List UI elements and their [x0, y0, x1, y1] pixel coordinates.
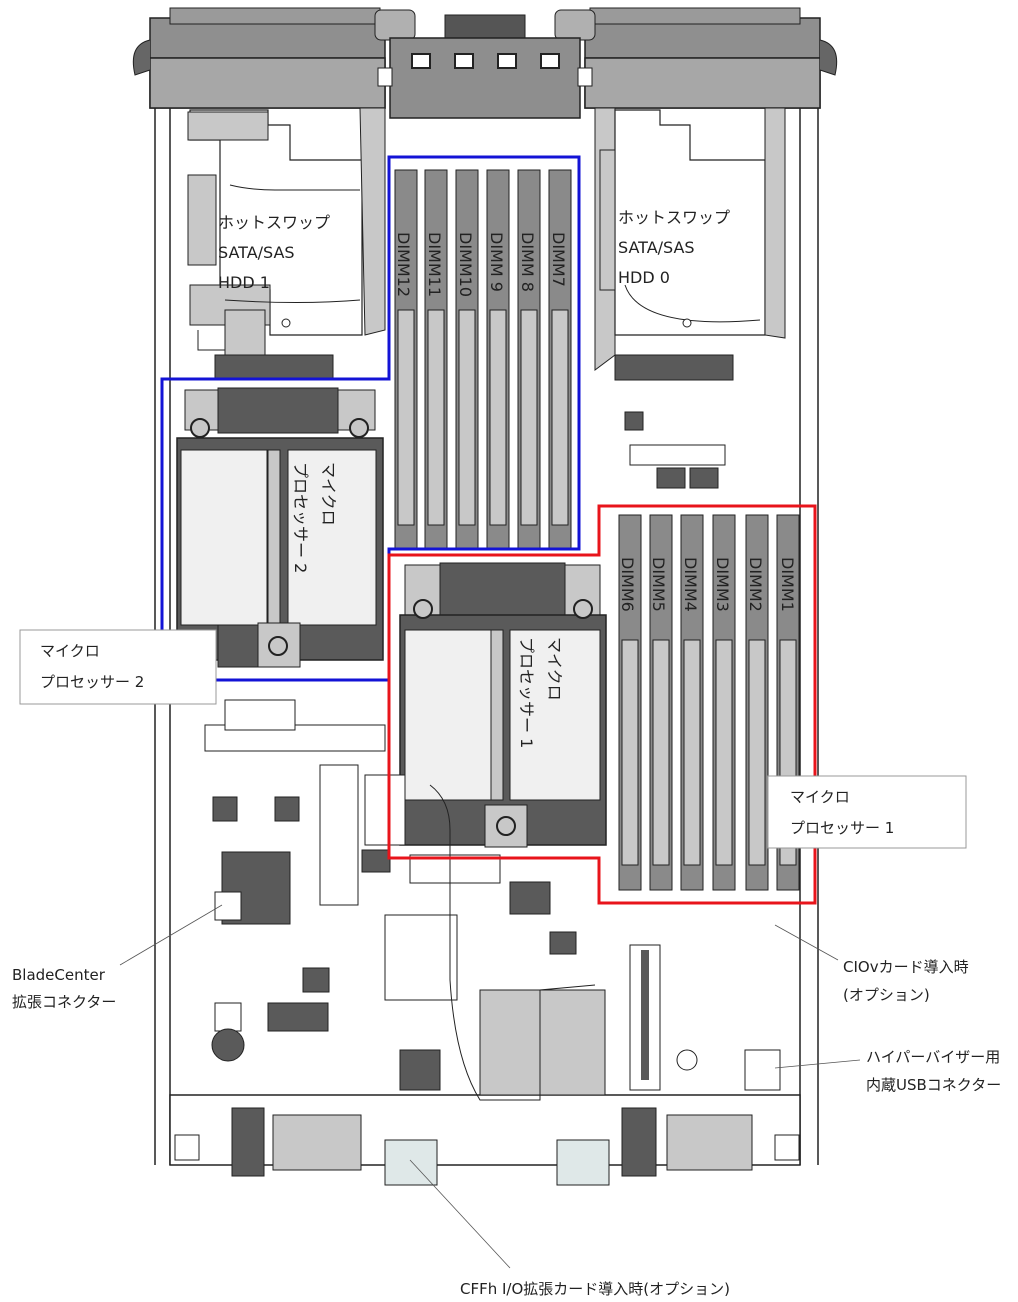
- dimm-label-9: DIMM 9: [487, 232, 506, 292]
- ciov-label-line1: CIOvカード導入時: [843, 958, 969, 976]
- callout-cpu1-line2: プロセッサー 1: [790, 819, 895, 837]
- hdd1-label-line3: HDD 1: [218, 273, 270, 292]
- ciov-label-line2: (オプション): [843, 986, 930, 1004]
- hdd-bay-0: [594, 107, 786, 381]
- dimm-label-3: DIMM3: [713, 557, 732, 612]
- processor-1: [399, 562, 607, 884]
- bladecenter-label-line2: 拡張コネクター: [12, 993, 116, 1011]
- cffh-label: CFFh I/O拡張カード導入時(オプション): [460, 1280, 730, 1298]
- dimm-label-4: DIMM4: [681, 557, 700, 612]
- board-components: [174, 411, 800, 1186]
- callout-cpu2-line2: プロセッサー 2: [40, 673, 145, 691]
- cpu2-inline-label: マイクロ プロセッサー 2: [291, 462, 338, 573]
- cpu1-inline-line2: プロセッサー 1: [517, 637, 536, 748]
- usb-label-line1: ハイパーバイザー用: [866, 1048, 1000, 1066]
- hdd1-label-line1: ホットスワップ: [218, 213, 330, 232]
- bladecenter-label-line1: BladeCenter: [12, 966, 106, 984]
- cpu2-inline-line1: マイクロ: [319, 462, 338, 526]
- hdd0-label-line3: HDD 0: [618, 268, 670, 287]
- hdd0-label-line2: SATA/SAS: [618, 238, 695, 257]
- dimm-label-1: DIMM1: [778, 557, 797, 612]
- hdd0-label: ホットスワップ SATA/SAS HDD 0: [618, 208, 730, 287]
- dimm-labels-right: DIMM6 DIMM5 DIMM4 DIMM3 DIMM2 DIMM1: [618, 557, 797, 612]
- dimm-label-10: DIMM10: [456, 232, 475, 297]
- dimm-label-11: DIMM11: [425, 232, 444, 297]
- cpu1-inline-label: マイクロ プロセッサー 1: [517, 637, 564, 748]
- dimm-bank-top: [394, 169, 572, 551]
- dimm-label-7: DIMM7: [549, 232, 568, 287]
- callout-box-cpu2: [19, 629, 217, 705]
- processor-2: [176, 387, 384, 668]
- cpu1-inline-line1: マイクロ: [545, 637, 564, 701]
- processor-1-dimm-outline: [387, 504, 817, 905]
- hdd0-label-line1: ホットスワップ: [618, 208, 730, 227]
- callout-cpu1-line1: マイクロ: [790, 788, 850, 806]
- dimm-label-2: DIMM2: [746, 557, 765, 612]
- leader-lines: [119, 904, 861, 1269]
- dimm-label-12: DIMM12: [394, 232, 413, 297]
- callout-box-cpu1: [767, 775, 967, 849]
- dimm-labels-top: DIMM12 DIMM11 DIMM10 DIMM 9 DIMM 8 DIMM7: [394, 232, 568, 297]
- callout-cpu1-text: マイクロ プロセッサー 1: [790, 782, 894, 844]
- hdd1-label-line2: SATA/SAS: [218, 243, 295, 262]
- dimm-label-6: DIMM6: [618, 557, 637, 612]
- front-bezel: [132, 7, 838, 119]
- hdd-bay-1: [187, 107, 386, 381]
- usb-label-line2: 内蔵USBコネクター: [866, 1076, 1001, 1094]
- callout-cpu2-text: マイクロ プロセッサー 2: [40, 636, 144, 698]
- cpu2-inline-line2: プロセッサー 2: [291, 462, 310, 573]
- dimm-label-8: DIMM 8: [518, 232, 537, 292]
- dimm-label-5: DIMM5: [649, 557, 668, 612]
- callout-cpu2-line1: マイクロ: [40, 642, 100, 660]
- hdd1-label: ホットスワップ SATA/SAS HDD 1: [218, 213, 330, 292]
